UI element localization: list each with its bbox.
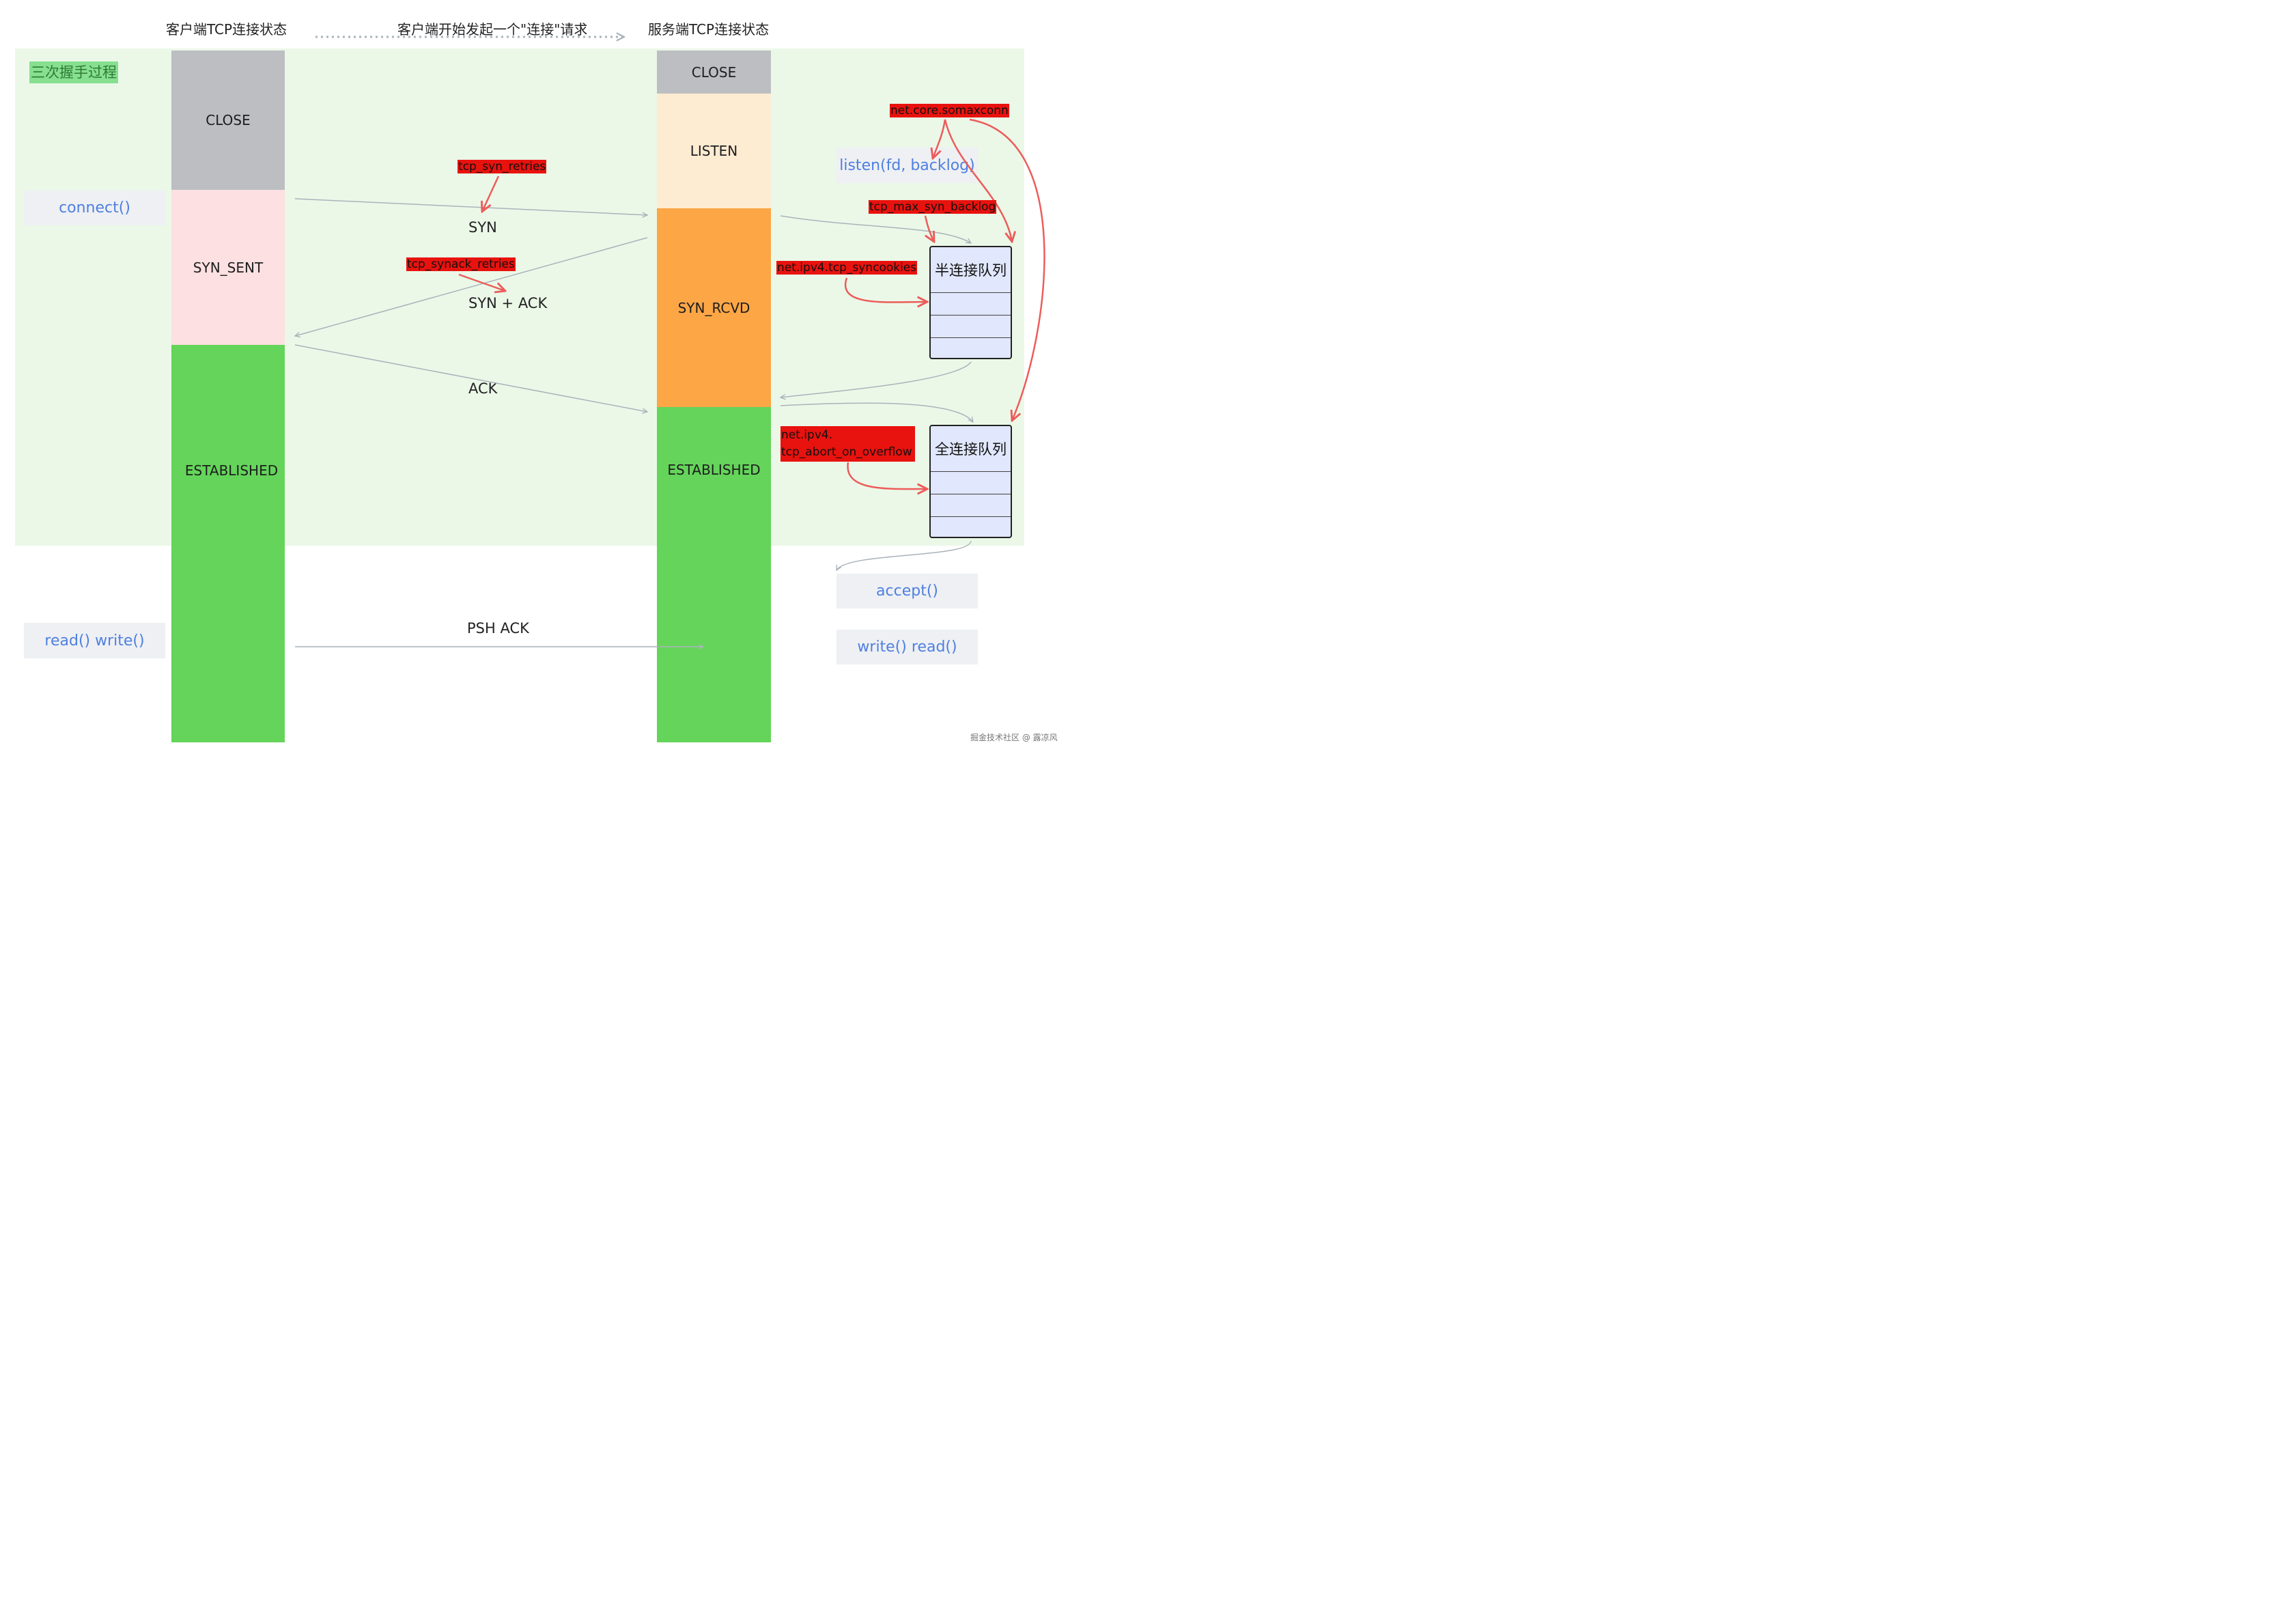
- syn-retries-param: tcp_syn_retries: [458, 160, 547, 173]
- max-syn-backlog-param: tcp_max_syn_backlog: [869, 200, 997, 214]
- queue-slot: [931, 293, 1011, 316]
- client-state-syn-sent: SYN_SENT: [171, 190, 285, 345]
- syncookies-param: net.ipv4.tcp_syncookies: [776, 261, 918, 275]
- half-connection-queue-title: 半连接队列: [931, 247, 1011, 293]
- client-state-header: 客户端TCP连接状态: [166, 21, 287, 38]
- connect-request-header: 客户端开始发起一个"连接"请求: [397, 21, 588, 38]
- full-connection-queue-title: 全连接队列: [931, 426, 1011, 472]
- client-state-established: ESTABLISHED: [171, 345, 285, 742]
- abort-on-overflow-param-line2: tcp_abort_on_overflow: [781, 445, 912, 459]
- connect-call: connect(): [24, 191, 165, 225]
- server-state-header: 服务端TCP连接状态: [648, 21, 770, 38]
- ack-arrow: [294, 344, 647, 412]
- server-to-full-queue-arrow: [780, 402, 973, 422]
- listen-call: listen(fd, backlog): [836, 148, 978, 183]
- flow-arrows: [0, 0, 1045, 754]
- max-syn-backlog-arrow: [924, 215, 934, 242]
- server-write-read-call: write() read(): [836, 630, 978, 664]
- somaxconn-param: net.core.somaxconn: [890, 104, 1009, 117]
- syn-packet-label: SYN: [468, 219, 497, 236]
- ack-packet-label: ACK: [468, 380, 498, 397]
- full-queue-to-accept-arrow: [836, 540, 972, 570]
- syn-ack-packet-label: SYN + ACK: [468, 295, 548, 311]
- queue-slot: [931, 316, 1011, 338]
- server-state-close: CLOSE: [657, 51, 771, 94]
- server-state-established: ESTABLISHED: [657, 407, 771, 742]
- abort-on-overflow-param: net.ipv4. tcp_abort_on_overflow: [780, 426, 915, 462]
- source-credit: 掘金技术社区 @ 露凉风: [970, 733, 1058, 742]
- syn-arrow: [294, 198, 647, 215]
- half-connection-queue: 半连接队列: [929, 246, 1012, 359]
- synack-retries-arrow: [458, 273, 505, 291]
- syn-to-half-queue-arrow: [780, 215, 971, 243]
- client-state-close: CLOSE: [171, 51, 285, 190]
- syn-retries-arrow: [482, 176, 500, 212]
- server-state-listen: LISTEN: [657, 94, 771, 208]
- abort-on-overflow-param-line1: net.ipv4.: [781, 428, 833, 442]
- synack-retries-param: tcp_synack_retries: [406, 257, 516, 271]
- handshake-zone-title: 三次握手过程: [29, 61, 118, 83]
- full-connection-queue: 全连接队列: [929, 425, 1012, 538]
- psh-ack-packet-label: PSH ACK: [467, 620, 529, 636]
- client-read-write-call: read() write(): [24, 623, 165, 658]
- somaxconn-to-half-queue-arrow: [944, 119, 1012, 242]
- abort-on-overflow-arrow: [847, 462, 927, 489]
- somaxconn-to-listen-arrow: [933, 119, 946, 158]
- accept-call: accept(): [836, 574, 978, 608]
- queue-slot: [931, 472, 1011, 494]
- syn-ack-arrow: [295, 237, 648, 336]
- syncookies-arrow: [844, 277, 927, 303]
- server-state-syn-rcvd: SYN_RCVD: [657, 208, 771, 407]
- queue-slot: [931, 494, 1011, 517]
- somaxconn-to-full-queue-arrow: [969, 118, 1045, 421]
- half-queue-to-server-arrow: [780, 361, 972, 397]
